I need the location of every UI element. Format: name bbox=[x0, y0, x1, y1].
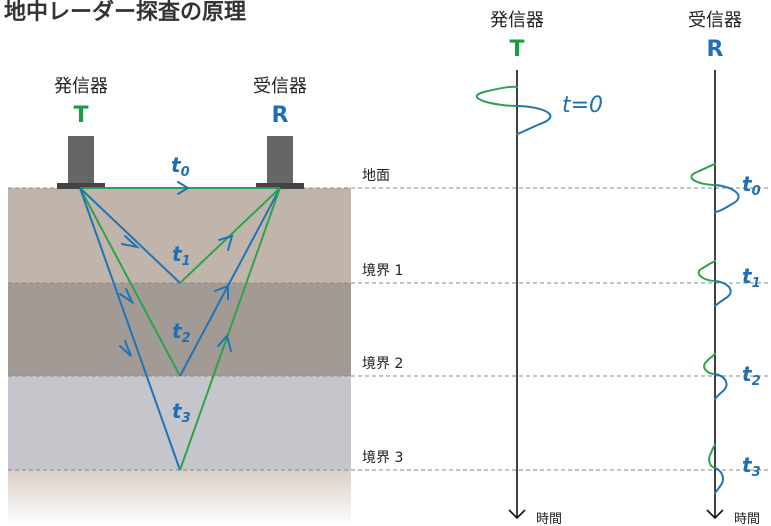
wavelet-r0-green bbox=[690, 163, 716, 186]
diagram-title: 地中レーダー探査の原理 bbox=[4, 0, 247, 25]
label-t2-left: t2 bbox=[172, 319, 191, 346]
wavelets bbox=[475, 85, 740, 494]
transmitter-antenna bbox=[57, 136, 105, 189]
arrow-r1-up bbox=[218, 234, 234, 251]
soil-layer-middle bbox=[8, 283, 351, 376]
axis-t-letter: T bbox=[509, 37, 524, 62]
boundary-label-2: 境界 2 bbox=[362, 356, 403, 372]
wavelet-r0-blue bbox=[714, 184, 740, 213]
label-t-zero: t=0 bbox=[562, 93, 603, 118]
time-axes bbox=[508, 70, 724, 520]
arrow-r2-up bbox=[214, 284, 229, 300]
ray-arrows bbox=[119, 181, 234, 357]
time-axis-receiver-arrow bbox=[706, 509, 724, 520]
axis-r-label: 受信器 bbox=[688, 10, 742, 31]
wavelet-t0-blue bbox=[516, 105, 552, 135]
wavelet-r2-blue bbox=[714, 373, 728, 400]
soil-layer-surface bbox=[8, 188, 351, 283]
wavelet-t0-green bbox=[475, 85, 518, 107]
wavelet-r1-blue bbox=[714, 280, 732, 307]
receiver-antenna bbox=[256, 136, 304, 189]
label-t3-left: t3 bbox=[172, 399, 191, 426]
label-t0-right: t0 bbox=[742, 172, 761, 199]
axis-r-letter: R bbox=[707, 37, 724, 62]
boundary-label-ground: 地面 bbox=[362, 168, 390, 184]
time-axis-transmitter-arrow bbox=[508, 509, 526, 520]
label-t3-right: t3 bbox=[742, 453, 761, 480]
transmitter-label: 発信器 bbox=[54, 76, 108, 97]
ray-paths bbox=[79, 187, 281, 471]
wavelet-r3-green bbox=[708, 444, 716, 469]
transmitter-letter: T bbox=[73, 103, 88, 128]
wavelet-r3-blue bbox=[714, 467, 725, 494]
label-t2-right: t2 bbox=[742, 362, 761, 389]
soil-layer-fade bbox=[8, 470, 351, 526]
time-label-transmitter: 時間 bbox=[536, 512, 562, 526]
boundary-label-3: 境界 3 bbox=[362, 450, 403, 466]
time-label-receiver: 時間 bbox=[734, 512, 760, 526]
wavelet-r1-green bbox=[697, 260, 716, 282]
receiver-letter: R bbox=[272, 103, 289, 128]
wavelet-r2-green bbox=[703, 353, 716, 375]
arrow-direct bbox=[177, 181, 190, 195]
arrow-r1-down bbox=[121, 235, 141, 249]
arrow-r2-down bbox=[119, 288, 135, 305]
label-t1-right: t1 bbox=[742, 264, 761, 291]
receiver-label: 受信器 bbox=[253, 76, 307, 97]
arrow-r3-up bbox=[217, 333, 232, 352]
axis-t-label: 発信器 bbox=[490, 10, 544, 31]
boundary-label-1: 境界 1 bbox=[362, 263, 403, 279]
arrow-r3-down bbox=[119, 340, 132, 357]
soil-layer-deep bbox=[8, 376, 351, 470]
label-t1-left: t1 bbox=[172, 242, 191, 269]
label-t0-left: t0 bbox=[171, 153, 190, 180]
